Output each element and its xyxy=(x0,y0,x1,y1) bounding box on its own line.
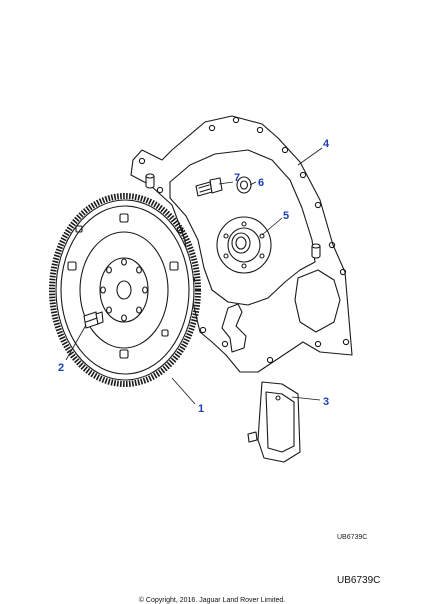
bearing xyxy=(216,216,272,274)
diagram-code-outer: UB6739C xyxy=(337,575,381,586)
diagram-code-inner: UB6739C xyxy=(337,534,368,541)
callout-6: 6 xyxy=(258,177,264,189)
bracket xyxy=(247,381,301,463)
leader-lines xyxy=(65,147,323,405)
spacer xyxy=(236,176,252,194)
callout-4: 4 xyxy=(323,138,330,150)
flexplate xyxy=(49,193,201,387)
stud-bolt xyxy=(195,177,223,197)
copyright-text: © Copyright, 2016. Jaguar Land Rover Lim… xyxy=(138,597,286,604)
adaptor-bolt-holes xyxy=(138,116,350,364)
callout-5: 5 xyxy=(283,210,289,222)
bolt xyxy=(83,311,104,329)
flexplate-bolt-holes xyxy=(100,258,148,322)
callout-labels: 1 2 3 4 5 6 7 xyxy=(58,138,330,415)
callout-3: 3 xyxy=(323,396,329,408)
callout-7: 7 xyxy=(234,172,240,184)
callout-1: 1 xyxy=(198,403,204,415)
callout-2: 2 xyxy=(58,362,64,374)
